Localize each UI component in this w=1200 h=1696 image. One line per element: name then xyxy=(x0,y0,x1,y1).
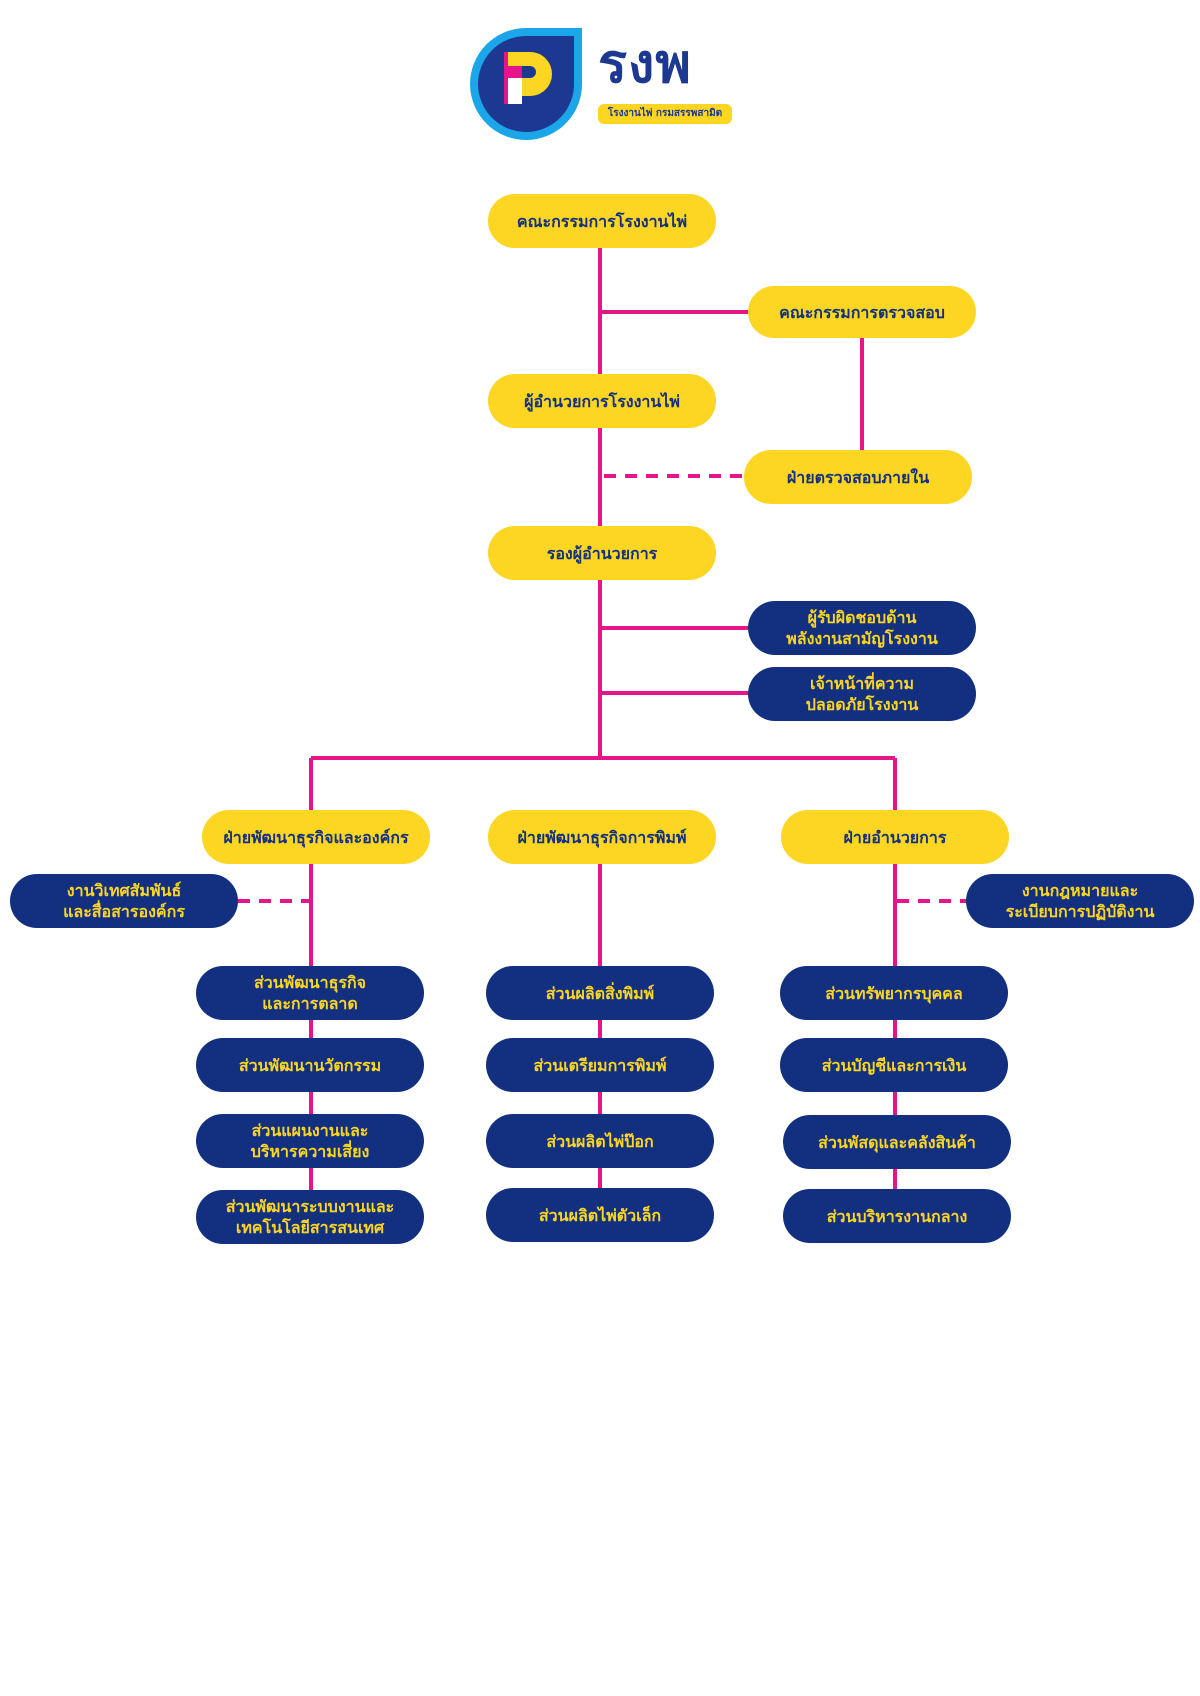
logo-emblem-icon xyxy=(470,28,583,140)
node-dept-printing: ฝ่ายพัฒนาธุรกิจการพิมพ์ xyxy=(488,810,716,864)
node-audit-committee: คณะกรรมการตรวจสอบ xyxy=(748,286,976,338)
node-director: ผู้อำนวยการโรงงานไพ่ xyxy=(488,374,716,428)
node-col3-item: ส่วนทรัพยากรบุคคล xyxy=(780,966,1008,1020)
node-col1-item: ส่วนแผนงานและ บริหารความเสี่ยง xyxy=(196,1114,424,1168)
logo: รงพ โรงงานไพ่ กรมสรรพสามิต xyxy=(468,24,738,140)
logo-wordmark: รงพ xyxy=(598,32,692,95)
node-col2-item: ส่วนผลิตสิ่งพิมพ์ xyxy=(486,966,714,1020)
node-col3-item: ส่วนบริหารงานกลาง xyxy=(783,1189,1011,1243)
node-col1-item: ส่วนพัฒนาธุรกิจ และการตลาด xyxy=(196,966,424,1020)
node-pr-unit: งานวิเทศสัมพันธ์ และสื่อสารองค์กร xyxy=(10,874,238,928)
node-col2-item: ส่วนผลิตไพ่ตัวเล็ก xyxy=(486,1188,714,1242)
node-dept-admin: ฝ่ายอำนวยการ xyxy=(781,810,1009,864)
node-deputy-director: รองผู้อำนวยการ xyxy=(488,526,716,580)
node-col3-item: ส่วนบัญชีและการเงิน xyxy=(780,1038,1008,1092)
node-safety-officer: เจ้าหน้าที่ความ ปลอดภัยโรงงาน xyxy=(748,667,976,721)
node-col1-item: ส่วนพัฒนาระบบงานและ เทคโนโลยีสารสนเทศ xyxy=(196,1190,424,1244)
logo-tagline: โรงงานไพ่ กรมสรรพสามิต xyxy=(598,104,732,124)
node-legal-unit: งานกฎหมายและ ระเบียบการปฏิบัติงาน xyxy=(966,874,1194,928)
node-internal-audit: ฝ่ายตรวจสอบภายใน xyxy=(744,450,972,504)
node-energy-officer: ผู้รับผิดชอบด้าน พลังงานสามัญโรงงาน xyxy=(748,601,976,655)
node-col3-item: ส่วนพัสดุและคลังสินค้า xyxy=(783,1115,1011,1169)
node-col2-item: ส่วนเตรียมการพิมพ์ xyxy=(486,1038,714,1092)
node-dept-business-org: ฝ่ายพัฒนาธุรกิจและองค์กร xyxy=(202,810,430,864)
node-board: คณะกรรมการโรงงานไพ่ xyxy=(488,194,716,248)
node-col1-item: ส่วนพัฒนานวัตกรรม xyxy=(196,1038,424,1092)
node-col2-item: ส่วนผลิตไพ่ป๊อก xyxy=(486,1114,714,1168)
